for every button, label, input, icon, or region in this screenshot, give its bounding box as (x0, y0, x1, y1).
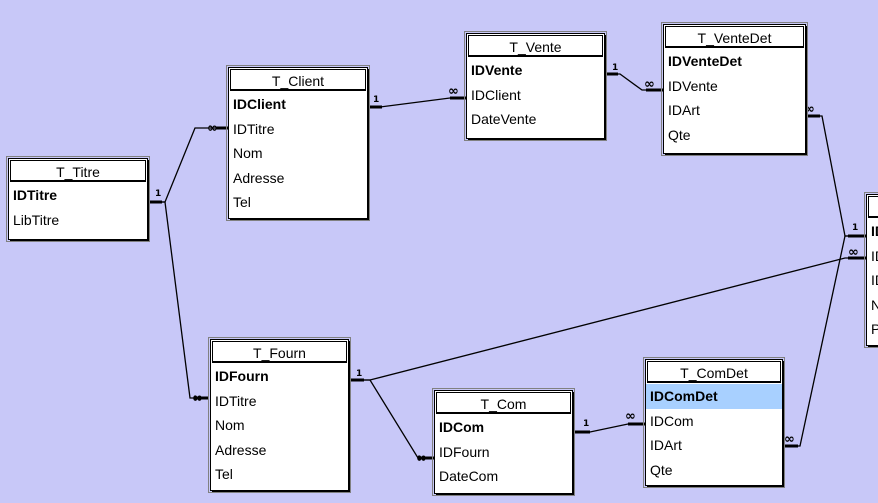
table-t-fourn[interactable]: T_Fourn IDFourn IDTitre Nom Adresse Tel (208, 337, 351, 493)
table-t-ventedet[interactable]: T_VenteDet IDVenteDet IDVente IDArt Qte (661, 22, 808, 156)
field-datecom[interactable]: DateCom (439, 468, 499, 485)
field-libtitre[interactable]: LibTitre (13, 211, 60, 228)
field-idtitre[interactable]: IDTitre (215, 392, 257, 409)
field-id[interactable]: ID (871, 247, 878, 264)
cardinality-many: ∞ (804, 102, 815, 117)
field-idcomdet-selected[interactable]: IDComDet (646, 384, 782, 409)
table-t-client[interactable]: T_Client IDClient IDTitre Nom Adresse Te… (226, 65, 370, 221)
field-idcom[interactable]: IDCom (650, 412, 694, 429)
relationship-line-article-fourn[interactable] (350, 257, 866, 381)
table-t-titre[interactable]: T_Titre IDTitre LibTitre (6, 156, 150, 242)
field-idtitre[interactable]: IDTitre (13, 187, 58, 203)
field-nom[interactable]: Nom (215, 417, 245, 434)
table-t-comdet[interactable]: T_ComDet IDComDet IDCom IDArt Qte (643, 357, 785, 488)
field-idvente[interactable]: IDVente (471, 62, 523, 78)
cardinality-many: ∞ (416, 451, 427, 466)
field-adresse[interactable]: Adresse (233, 169, 285, 186)
field-tel[interactable]: Tel (215, 466, 233, 483)
field-idcom[interactable]: IDCom (439, 419, 485, 435)
field-idart[interactable]: IDArt (650, 437, 682, 454)
field-qte[interactable]: Qte (668, 126, 691, 143)
table-title[interactable]: T_ComDet (647, 361, 781, 383)
field-id[interactable]: ID (871, 272, 878, 289)
cardinality-one: 1 (583, 419, 589, 429)
cardinality-many: ∞ (207, 121, 218, 136)
field-adresse[interactable]: Adresse (215, 441, 267, 458)
cardinality-many: ∞ (784, 432, 795, 447)
table-article-partial[interactable]: ID ID ID N P (864, 192, 878, 348)
field-p[interactable]: P (870, 317, 878, 342)
cardinality-one: 1 (155, 189, 161, 199)
table-title[interactable]: T_Titre (10, 160, 146, 182)
table-title[interactable] (868, 196, 878, 218)
field-idclient[interactable]: IDClient (233, 96, 286, 112)
cardinality-one: 1 (852, 223, 858, 233)
table-title[interactable]: T_Fourn (212, 341, 347, 363)
field-idclient[interactable]: IDClient (471, 86, 521, 103)
field-id[interactable]: ID (871, 223, 878, 239)
table-title[interactable]: T_Client (230, 69, 366, 91)
table-t-com[interactable]: T_Com IDCom IDFourn DateCom (432, 388, 575, 496)
cardinality-one: 1 (373, 95, 379, 105)
relationship-line-fourn-com[interactable] (350, 379, 434, 459)
field-qte[interactable]: Qte (650, 461, 673, 478)
field-n[interactable]: N (870, 293, 878, 318)
table-t-vente[interactable]: T_Vente IDVente IDClient DateVente (464, 31, 607, 141)
field-tel[interactable]: Tel (233, 194, 251, 211)
cardinality-many: ∞ (192, 391, 203, 406)
relationship-line-article-ventedet[interactable] (806, 115, 866, 237)
table-title[interactable]: T_Vente (468, 35, 603, 57)
relationship-line-titre-fourn[interactable] (148, 201, 208, 399)
field-idfourn[interactable]: IDFourn (215, 368, 269, 384)
cardinality-one: 1 (612, 63, 618, 73)
field-datevente[interactable]: DateVente (471, 111, 537, 128)
cardinality-many: ∞ (448, 84, 459, 99)
table-title[interactable]: T_VenteDet (665, 26, 804, 48)
field-idtitre[interactable]: IDTitre (233, 120, 275, 137)
field-idart[interactable]: IDArt (668, 102, 700, 119)
table-title[interactable]: T_Com (436, 392, 571, 414)
relationship-line-article-comdet[interactable] (782, 235, 866, 447)
cardinality-many: ∞ (848, 245, 859, 260)
field-idventedet[interactable]: IDVenteDet (668, 53, 742, 69)
field-idvente[interactable]: IDVente (668, 77, 718, 94)
field-nom[interactable]: Nom (233, 145, 263, 162)
cardinality-one: 1 (356, 369, 362, 379)
field-idfourn[interactable]: IDFourn (439, 443, 490, 460)
cardinality-many: ∞ (644, 77, 655, 92)
cardinality-many: ∞ (625, 409, 636, 424)
